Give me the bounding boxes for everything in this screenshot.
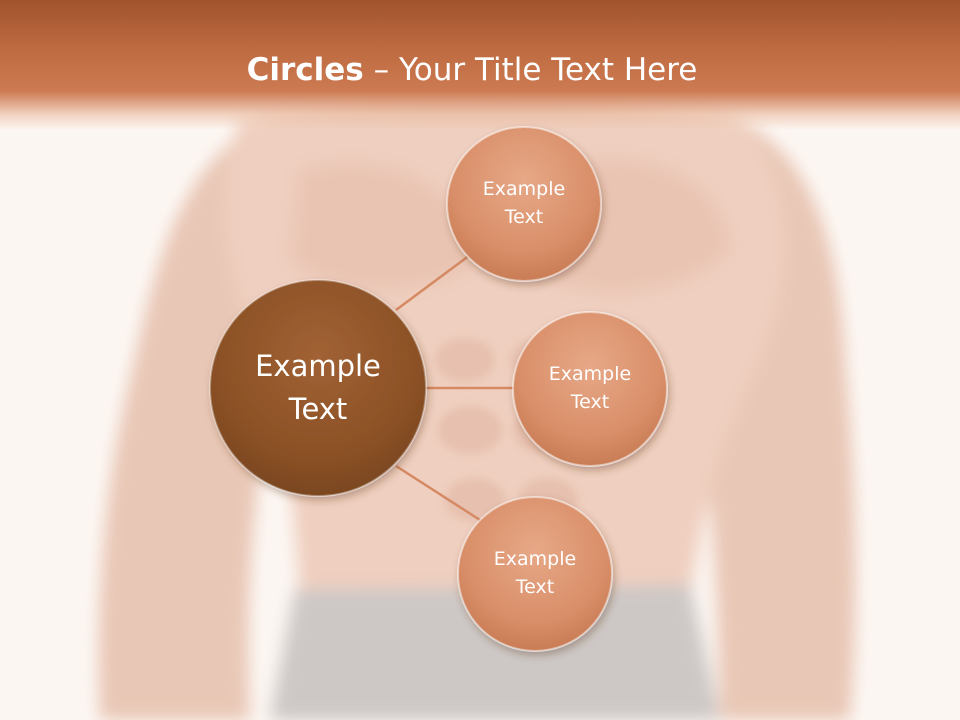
title-rest: Your Title Text Here <box>398 52 698 88</box>
connector-bottom <box>395 464 481 522</box>
title-bold: Circles <box>246 52 364 88</box>
satellite-circle-1 <box>446 126 602 282</box>
satellite-circle-2 <box>512 311 668 467</box>
satellite-label-3: Example Text <box>493 548 577 598</box>
satellite-circle-3 <box>457 496 613 652</box>
satellite-label-2: Example Text <box>548 363 632 413</box>
title-dash: – <box>363 52 399 88</box>
satellite-label-1: Example Text <box>482 178 566 228</box>
hub-circle <box>209 279 427 497</box>
header-band <box>0 0 960 130</box>
slide-title: Circles – Your Title Text Here <box>0 52 944 88</box>
connector-top <box>395 253 471 312</box>
hub-label: Example Text <box>255 348 381 427</box>
